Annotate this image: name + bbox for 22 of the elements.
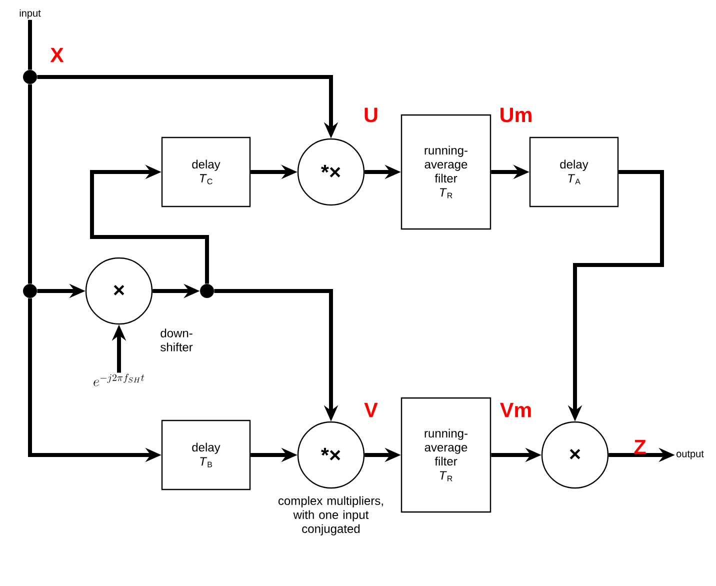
junction-dot [23, 284, 37, 298]
signal-label: Um [500, 108, 532, 122]
node-caption: down-shifter [160, 328, 193, 352]
delay-box: delay T$_{B}$ [161, 420, 251, 490]
input-label: input [20, 9, 41, 19]
filter-box: running-average filter T$_{R}$ [400, 397, 492, 513]
filter-box: running-average filter T$_{R}$ [400, 114, 492, 230]
connector-line [28, 84, 32, 284]
signal-label: Z [634, 440, 646, 454]
junction-dot [200, 284, 214, 298]
signal-label: U [364, 108, 378, 122]
signal-label: V [364, 402, 378, 418]
connector-line [28, 20, 32, 70]
signal-label: X [50, 48, 64, 62]
junction-dot [23, 70, 37, 84]
formula: $e^{-j2\pi f_{SH}t}$ [94, 374, 144, 386]
output-label: output [676, 450, 704, 460]
node-caption: complex multipliers, with one input conjugated [278, 496, 383, 536]
arrow [90, 164, 209, 284]
delay-box: delay T$_{C}$ [161, 136, 251, 208]
signal-label: Vm [500, 402, 531, 418]
delay-box: delay T$_{A}$ [529, 136, 619, 208]
